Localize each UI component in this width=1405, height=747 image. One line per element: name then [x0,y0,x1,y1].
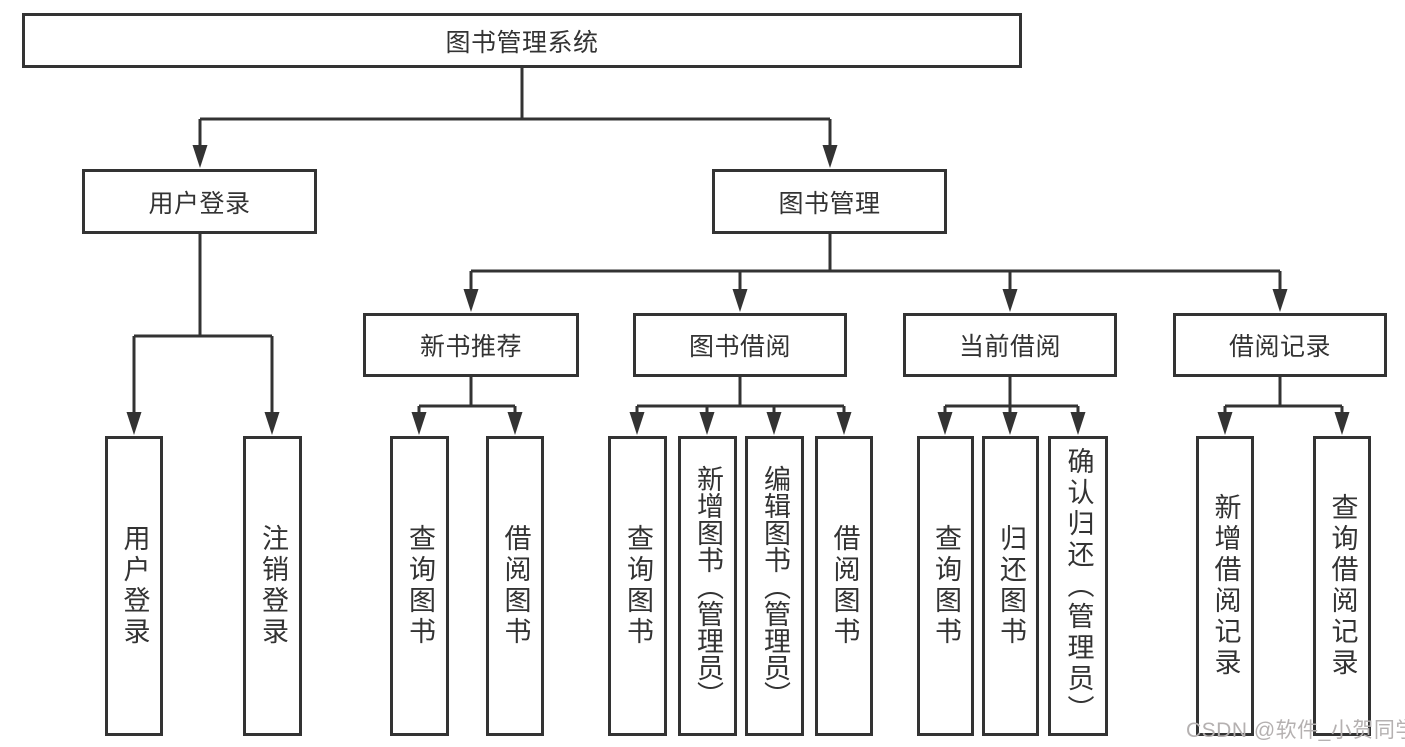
leaf-query-borrow-record: 查询借阅记录 [1313,436,1371,736]
leaf-borrow-books-recommend: 借阅图书 [486,436,544,736]
leaf-confirm-return-admin: 确认归还（管理员） [1048,436,1108,736]
node-new-book-recommend: 新书推荐 [363,313,579,377]
leaf-user-login: 用户登录 [105,436,163,736]
node-book-borrowing: 图书借阅 [633,313,847,377]
leaf-query-books-borrowing: 查询图书 [608,436,667,736]
node-user-login: 用户登录 [82,169,317,234]
leaf-add-borrow-record: 新增借阅记录 [1196,436,1254,736]
leaf-query-books-current: 查询图书 [917,436,974,736]
leaf-query-books-recommend: 查询图书 [390,436,449,736]
leaf-add-book-admin: 新增图书（管理员） [678,436,737,736]
node-borrow-records: 借阅记录 [1173,313,1387,377]
leaf-logout: 注销登录 [243,436,302,736]
leaf-edit-book-admin: 编辑图书（管理员） [745,436,804,736]
node-library-management-system: 图书管理系统 [22,13,1022,68]
csdn-watermark: CSDN @软件_小贺同学 [1186,719,1405,742]
leaf-return-book: 归还图书 [982,436,1039,736]
leaf-borrow-books-borrowing: 借阅图书 [815,436,873,736]
node-current-borrowing: 当前借阅 [903,313,1117,377]
node-book-management: 图书管理 [712,169,947,234]
